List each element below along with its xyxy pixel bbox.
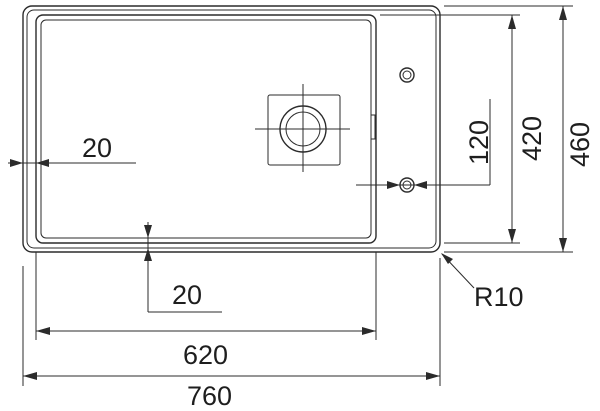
tap-hole-upper bbox=[399, 67, 415, 83]
overflow-slot bbox=[370, 114, 376, 140]
dim-overall-width: 760 bbox=[23, 372, 440, 411]
bowl-height-label: 420 bbox=[517, 116, 547, 161]
dim-tap-offset: 120 bbox=[356, 99, 494, 189]
overall-width-label: 760 bbox=[187, 381, 232, 411]
extension-lines bbox=[22, 5, 573, 386]
bowl-width-label: 620 bbox=[183, 340, 228, 370]
dim-left-margin: 20 bbox=[8, 133, 136, 167]
tap-offset-label: 120 bbox=[464, 120, 494, 165]
bottom-margin-label: 20 bbox=[172, 280, 202, 310]
corner-radius-label: R10 bbox=[474, 282, 524, 312]
dim-overall-height: 460 bbox=[559, 6, 595, 252]
dim-bottom-margin: 20 bbox=[144, 222, 222, 313]
left-margin-label: 20 bbox=[82, 133, 112, 163]
overall-height-label: 460 bbox=[565, 122, 595, 167]
drain-fitting bbox=[255, 84, 350, 172]
dim-corner-radius: R10 bbox=[441, 253, 524, 312]
dim-bowl-width: 620 bbox=[36, 327, 376, 370]
dim-bowl-height: 420 bbox=[508, 15, 547, 243]
sink-outer-outline bbox=[22, 5, 441, 253]
